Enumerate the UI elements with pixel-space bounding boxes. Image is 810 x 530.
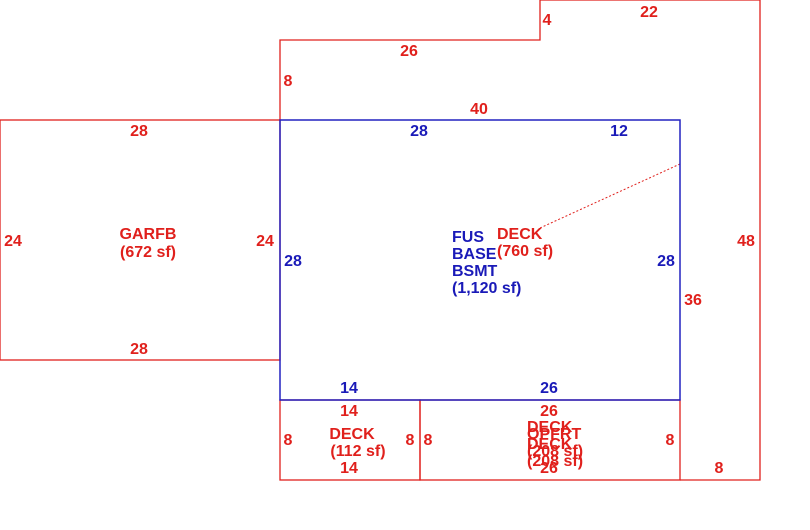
large-deck-area: (760 sf) <box>497 243 553 260</box>
dim-top-4: 4 <box>543 12 552 29</box>
dim-main-top-12: 12 <box>610 123 628 140</box>
large-deck-name: DECK <box>497 226 543 243</box>
dim-deck2-left: 8 <box>424 432 433 449</box>
deck-label-leader-line <box>539 163 681 229</box>
dim-main-bottom-26: 26 <box>540 380 558 397</box>
overlap-deck-name-c: DECK <box>527 436 573 453</box>
main-label-base: BASE <box>452 246 497 263</box>
dim-right-bottom-8: 8 <box>715 460 724 477</box>
dim-garage-top: 28 <box>130 123 148 140</box>
dim-left-8: 8 <box>284 73 293 90</box>
dim-right-36: 36 <box>684 292 702 309</box>
dim-small-deck-top: 14 <box>340 403 358 420</box>
overlap-opfrt-name: OPFRT <box>527 426 581 443</box>
main-area: (1,120 sf) <box>452 280 521 297</box>
dim-deck2-top: 26 <box>540 403 558 420</box>
small-deck-name: DECK <box>329 426 375 443</box>
dim-top-22: 22 <box>640 4 658 21</box>
dim-main-bottom-14: 14 <box>340 380 358 397</box>
dim-top-40: 40 <box>470 101 488 118</box>
overlap-area-a: (208 sf) <box>527 443 583 460</box>
small-deck-area: (112 sf) <box>330 443 385 460</box>
dim-main-right: 28 <box>657 253 675 270</box>
main-label-bsmt: BSMT <box>452 263 498 280</box>
main-label-fus: FUS <box>452 229 484 246</box>
dim-garage-right: 24 <box>256 233 274 250</box>
large-deck-outline <box>279 0 761 481</box>
main-structure-outline <box>279 119 681 401</box>
dim-main-left: 28 <box>284 253 302 270</box>
dim-garage-bottom: 28 <box>130 341 148 358</box>
dim-small-deck-bottom: 14 <box>340 460 358 477</box>
dim-top-26: 26 <box>400 43 418 60</box>
overlap-deck-name-a: DECK <box>527 419 573 436</box>
dim-small-deck-left: 8 <box>284 432 293 449</box>
dim-small-deck-right: 8 <box>406 432 415 449</box>
overlap-area-b: (208 sf) <box>527 453 583 470</box>
dim-main-top-28: 28 <box>410 123 428 140</box>
garage-area: (672 sf) <box>120 244 176 261</box>
dim-garage-left: 24 <box>4 233 22 250</box>
dim-deck2-right: 8 <box>666 432 675 449</box>
garage-name: GARFB <box>120 226 177 243</box>
dim-right-48: 48 <box>737 233 755 250</box>
dim-deck2-bottom: 26 <box>540 460 558 477</box>
